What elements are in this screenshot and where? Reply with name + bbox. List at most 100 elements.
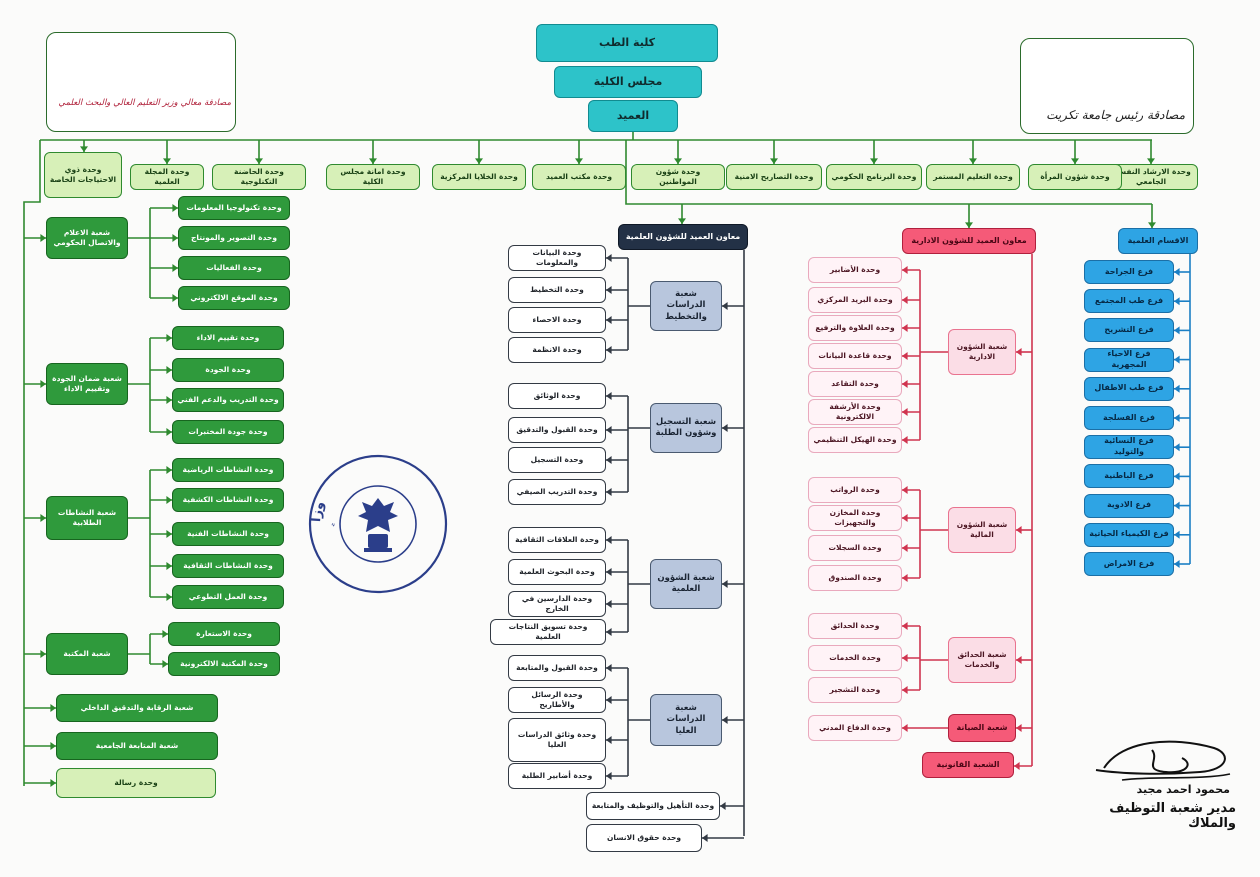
admin-unit-box: وحدة الحدائق	[808, 613, 902, 639]
arrowhead	[902, 380, 908, 388]
assistant-bus-line	[625, 140, 1152, 205]
scientific-unit-box: وحدة القبول والتدقيق	[508, 417, 606, 443]
arrowhead	[50, 779, 56, 787]
department-box: فرع الادوية	[1084, 493, 1174, 518]
arrowhead	[606, 456, 612, 464]
left-unit-box: وحدة الاستعارة	[168, 622, 280, 646]
arrowhead	[678, 218, 686, 224]
arrowhead	[722, 716, 728, 724]
arrowhead	[722, 302, 728, 310]
ministry-approval-text: مصادقة معالي وزير التعليم العالي والبحث …	[58, 98, 231, 108]
department-box: فرع النسائية والتوليد	[1084, 435, 1174, 460]
arrowhead	[1071, 158, 1079, 164]
arrowhead	[475, 158, 483, 164]
arrowhead	[172, 204, 178, 212]
president-approval-text: مصادقة رئيس جامعة تكريت	[1046, 108, 1185, 122]
arrowhead	[166, 334, 172, 342]
units-row-box: وحدة شؤون المرأة	[1028, 164, 1122, 190]
arrowhead	[166, 366, 172, 374]
signature-title: مدير شعبة التوظيف والملاك	[1109, 801, 1236, 831]
arrowhead	[902, 324, 908, 332]
arrowhead	[969, 158, 977, 164]
arrowhead	[1174, 443, 1180, 452]
units-row-box: وحدة شؤون المواطنين	[631, 164, 725, 190]
department-box: فرع الفسلجة	[1084, 406, 1174, 430]
departments-box: الاقسام العلمية	[1118, 228, 1198, 254]
arrowhead	[40, 380, 46, 388]
scientific-unit-box: وحدة الانظمة	[508, 337, 606, 363]
arrowhead	[606, 392, 612, 400]
arrowhead	[166, 428, 172, 436]
left-section-box: شعبة ضمان الجودة وتقييم الاداء	[46, 363, 128, 405]
scientific-unit-box: وحدة وثائق الدراسات العليا	[508, 718, 606, 762]
arrowhead	[902, 622, 908, 630]
scientific-extra-box: وحدة التأهيل والتوظيف والمتابعة	[586, 792, 720, 820]
scientific-unit-box: وحدة التخطيط	[508, 277, 606, 303]
arrowhead	[702, 834, 708, 842]
left-bottom-box: شعبة الرقابة والتدقيق الداخلي	[56, 694, 218, 722]
arrowhead	[722, 580, 728, 588]
arrowhead	[606, 772, 612, 780]
arrowhead	[50, 704, 56, 712]
scientific-unit-box: وحدة الوثائق	[508, 383, 606, 409]
admin-unit-box: وحدة التشجير	[808, 677, 902, 703]
scientific-unit-box: وحدة القبول والمتابعة	[508, 655, 606, 681]
scientific-section-box: شعبة التسجيل وشؤون الطلبة	[650, 403, 722, 453]
department-box: فرع طب الاطفال	[1084, 376, 1174, 401]
admin-unit-box: وحدة التقاعد	[808, 371, 902, 397]
arrowhead	[606, 316, 612, 324]
left-unit-box: وحدة النشاطات الكشفية	[172, 488, 284, 512]
admin-legal-box: الشعبة القانونية	[922, 752, 1014, 778]
left-unit-box: وحدة النشاطات الفنية	[172, 522, 284, 546]
arrowhead	[902, 544, 908, 552]
admin-unit-box: وحدة البريد المركزي	[808, 287, 902, 313]
left-bottom-box: شعبة المتابعة الجامعية	[56, 732, 218, 760]
arrowhead	[902, 686, 908, 694]
units-row-box: وحدة الحاضنة التكنلوجية	[212, 164, 306, 190]
ministry-seal: وزارة التعليم العالي والبحث العلمي جامعة…	[306, 452, 448, 594]
arrowhead	[1174, 530, 1180, 539]
admin-unit-box: وحدة الأرشفة الالكترونية	[808, 399, 902, 425]
department-box: فرع طب المجتمع	[1084, 289, 1174, 314]
department-box: فرع الباطنية	[1084, 464, 1174, 489]
arrowhead	[902, 654, 908, 662]
scientific-unit-box: وحدة التسجيل	[508, 447, 606, 473]
admin-unit-box: وحدة السجلات	[808, 535, 902, 561]
scientific-section-box: شعبة الدراسات العليا	[650, 694, 722, 746]
admin-unit-box: وحدة المخازن والتجهيزات	[808, 505, 902, 531]
arrowhead	[606, 488, 612, 496]
arrowhead	[369, 158, 377, 164]
left-unit-box: وحدة النشاطات الرياضية	[172, 458, 284, 482]
arrowhead	[606, 536, 612, 544]
admin-assistant-box: معاون العميد للشؤون الادارية	[902, 228, 1036, 254]
arrowhead	[163, 158, 171, 164]
arrowhead	[902, 266, 908, 274]
arrowhead	[1174, 414, 1180, 422]
left-unit-box: وحدة الجودة	[172, 358, 284, 382]
units-row-box: وحدة ذوي الاحتياجات الخاصة	[44, 152, 122, 198]
units-row-box: وحدة البرنامج الحكومي	[826, 164, 922, 190]
council-box: مجلس الكلية	[554, 66, 702, 98]
president-approval-frame	[1020, 38, 1194, 134]
signature-scribble	[1095, 740, 1231, 781]
arrowhead	[902, 574, 908, 582]
scientific-unit-box: وحدة البحوث العلمية	[508, 559, 606, 585]
department-box: فرع الكيمياء الحياتية	[1084, 522, 1174, 547]
arrowhead	[255, 158, 263, 164]
arrowhead	[1174, 297, 1180, 306]
arrowhead	[166, 496, 172, 504]
left-unit-box: وحدة العمل التطوعي	[172, 585, 284, 609]
units-row-box: وحدة المجلة العلمية	[130, 164, 204, 190]
arrowhead	[606, 254, 612, 262]
seal-ring-text: وزارة التعليم العالي والبحث العلمي	[306, 452, 328, 523]
arrowhead	[40, 514, 46, 522]
scientific-extra-box: وحدة حقوق الانسان	[586, 824, 702, 852]
admin-unit-box: وحدة الأضابير	[808, 257, 902, 283]
scientific-unit-box: وحدة الدارسين في الخارج	[508, 591, 606, 617]
arrowhead	[870, 158, 878, 164]
arrowhead	[166, 466, 172, 474]
admin-section-box: شعبة الحدائق والخدمات	[948, 637, 1016, 683]
left-unit-box: وحدة التدريب والدعم الفني	[172, 388, 284, 412]
left-unit-box: وحدة تقييم الاداء	[172, 326, 284, 350]
left-unit-box: وحدة المكتبة الالكترونية	[168, 652, 280, 676]
